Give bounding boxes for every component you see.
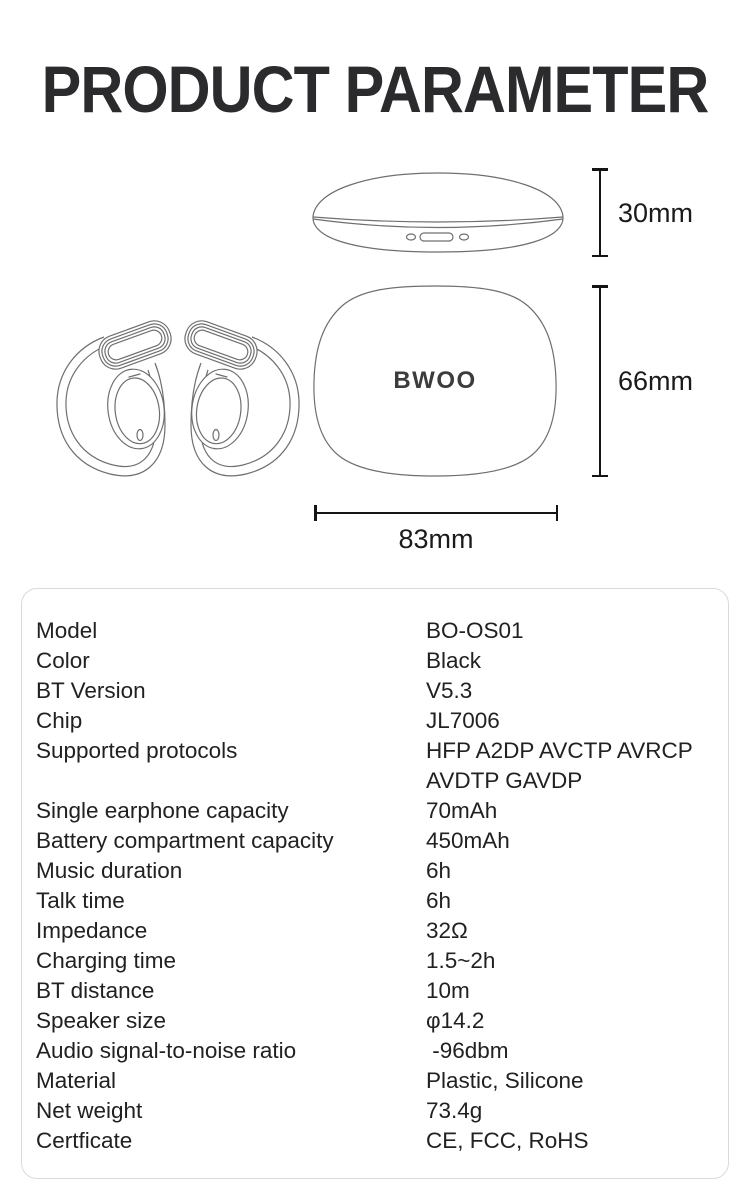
spec-label: Single earphone capacity <box>36 798 289 823</box>
spec-label: Battery compartment capacity <box>36 828 334 853</box>
spec-value: φ14.2 <box>426 1008 485 1033</box>
spec-label: Charging time <box>36 948 177 973</box>
dimension-cap <box>314 505 317 521</box>
spec-value: Black <box>426 648 482 673</box>
dimension-label-66mm: 66mm <box>618 366 694 396</box>
earbud-left <box>56 320 172 477</box>
dimension-cap <box>592 168 608 171</box>
spec-label: Audio signal-to-noise ratio <box>36 1038 297 1063</box>
spec-row-color: Color Black <box>36 646 718 676</box>
spec-label: Material <box>36 1068 117 1093</box>
spec-value: -96dbm <box>426 1038 509 1063</box>
case-usb-port <box>419 232 454 242</box>
spec-value: 32Ω <box>426 918 468 943</box>
spec-row-talk-time: Talk time 6h <box>36 886 718 916</box>
dimension-line-83mm <box>314 505 558 521</box>
spec-label: Speaker size <box>36 1008 167 1033</box>
spec-value: JL7006 <box>426 708 500 733</box>
spec-row-music-duration: Music duration 6h <box>36 856 718 886</box>
dimension-bar <box>598 170 602 255</box>
spec-value: 6h <box>426 888 452 913</box>
spec-value: 73.4g <box>426 1098 483 1123</box>
spec-label: BT distance <box>36 978 155 1003</box>
spec-row-battery-compartment-capacity: Battery compartment capacity 450mAh <box>36 826 718 856</box>
spec-value: 70mAh <box>426 798 498 823</box>
dimension-cap <box>555 505 558 521</box>
spec-label: BT Version <box>36 678 146 703</box>
spec-row-audio-snr: Audio signal-to-noise ratio -96dbm <box>36 1036 718 1066</box>
spec-label: Talk time <box>36 888 125 913</box>
spec-value: V5.3 <box>426 678 473 703</box>
spec-value: Plastic, Silicone <box>426 1068 584 1093</box>
spec-value: 1.5~2h <box>426 948 496 973</box>
case-front-view-illustration <box>313 285 557 477</box>
earbud-right <box>184 320 300 477</box>
spec-row-model: Model BO-OS01 <box>36 616 718 646</box>
spec-label: Chip <box>36 708 83 733</box>
case-top-view-illustration <box>312 172 564 253</box>
dimension-bar <box>316 511 556 515</box>
spec-row-speaker-size: Speaker size φ14.2 <box>36 1006 718 1036</box>
spec-row-net-weight: Net weight 73.4g <box>36 1096 718 1126</box>
spec-label: Net weight <box>36 1098 143 1123</box>
spec-value: CE, FCC, RoHS <box>426 1128 589 1153</box>
case-led-left <box>405 233 417 241</box>
spec-row-certificate: Certficate CE, FCC, RoHS <box>36 1126 718 1156</box>
spec-value: 6h <box>426 858 452 883</box>
spec-card: Model BO-OS01 Color Black BT Version V5.… <box>21 588 729 1179</box>
spec-value: 10m <box>426 978 470 1003</box>
spec-label: Supported protocols <box>36 738 238 763</box>
spec-row-chip: Chip JL7006 <box>36 706 718 736</box>
spec-row-material: Material Plastic, Silicone <box>36 1066 718 1096</box>
earbuds-illustration <box>56 320 300 477</box>
spec-row-single-earphone-capacity: Single earphone capacity 70mAh <box>36 796 718 826</box>
spec-row-supported-protocols: Supported protocols HFP A2DP AVCTP AVRCP… <box>36 736 718 796</box>
dimension-cap <box>592 254 608 257</box>
brand-logo: BWOO <box>393 367 477 394</box>
spec-row-bt-distance: BT distance 10m <box>36 976 718 1006</box>
spec-label: Certficate <box>36 1128 133 1153</box>
dimension-label-83mm: 83mm <box>398 524 474 554</box>
dimension-line-30mm <box>592 168 608 257</box>
spec-label: Impedance <box>36 918 148 943</box>
spec-label: Music duration <box>36 858 183 883</box>
spec-row-impedance: Impedance 32Ω <box>36 916 718 946</box>
spec-label: Color <box>36 648 90 673</box>
spec-value: 450mAh <box>426 828 510 853</box>
spec-row-bt-version: BT Version V5.3 <box>36 676 718 706</box>
spec-row-charging-time: Charging time 1.5~2h <box>36 946 718 976</box>
dimension-line-66mm <box>592 285 608 477</box>
dimension-bar <box>598 287 602 475</box>
dimension-cap <box>592 285 608 288</box>
spec-label: Model <box>36 618 98 643</box>
page-title: PRODUCT PARAMETER <box>41 52 710 126</box>
dimension-cap <box>592 474 608 477</box>
case-led-right <box>458 233 470 241</box>
spec-value: BO-OS01 <box>426 618 524 643</box>
spec-value: HFP A2DP AVCTP AVRCP AVDTP GAVDP <box>426 738 693 793</box>
dimension-label-30mm: 30mm <box>618 198 694 228</box>
